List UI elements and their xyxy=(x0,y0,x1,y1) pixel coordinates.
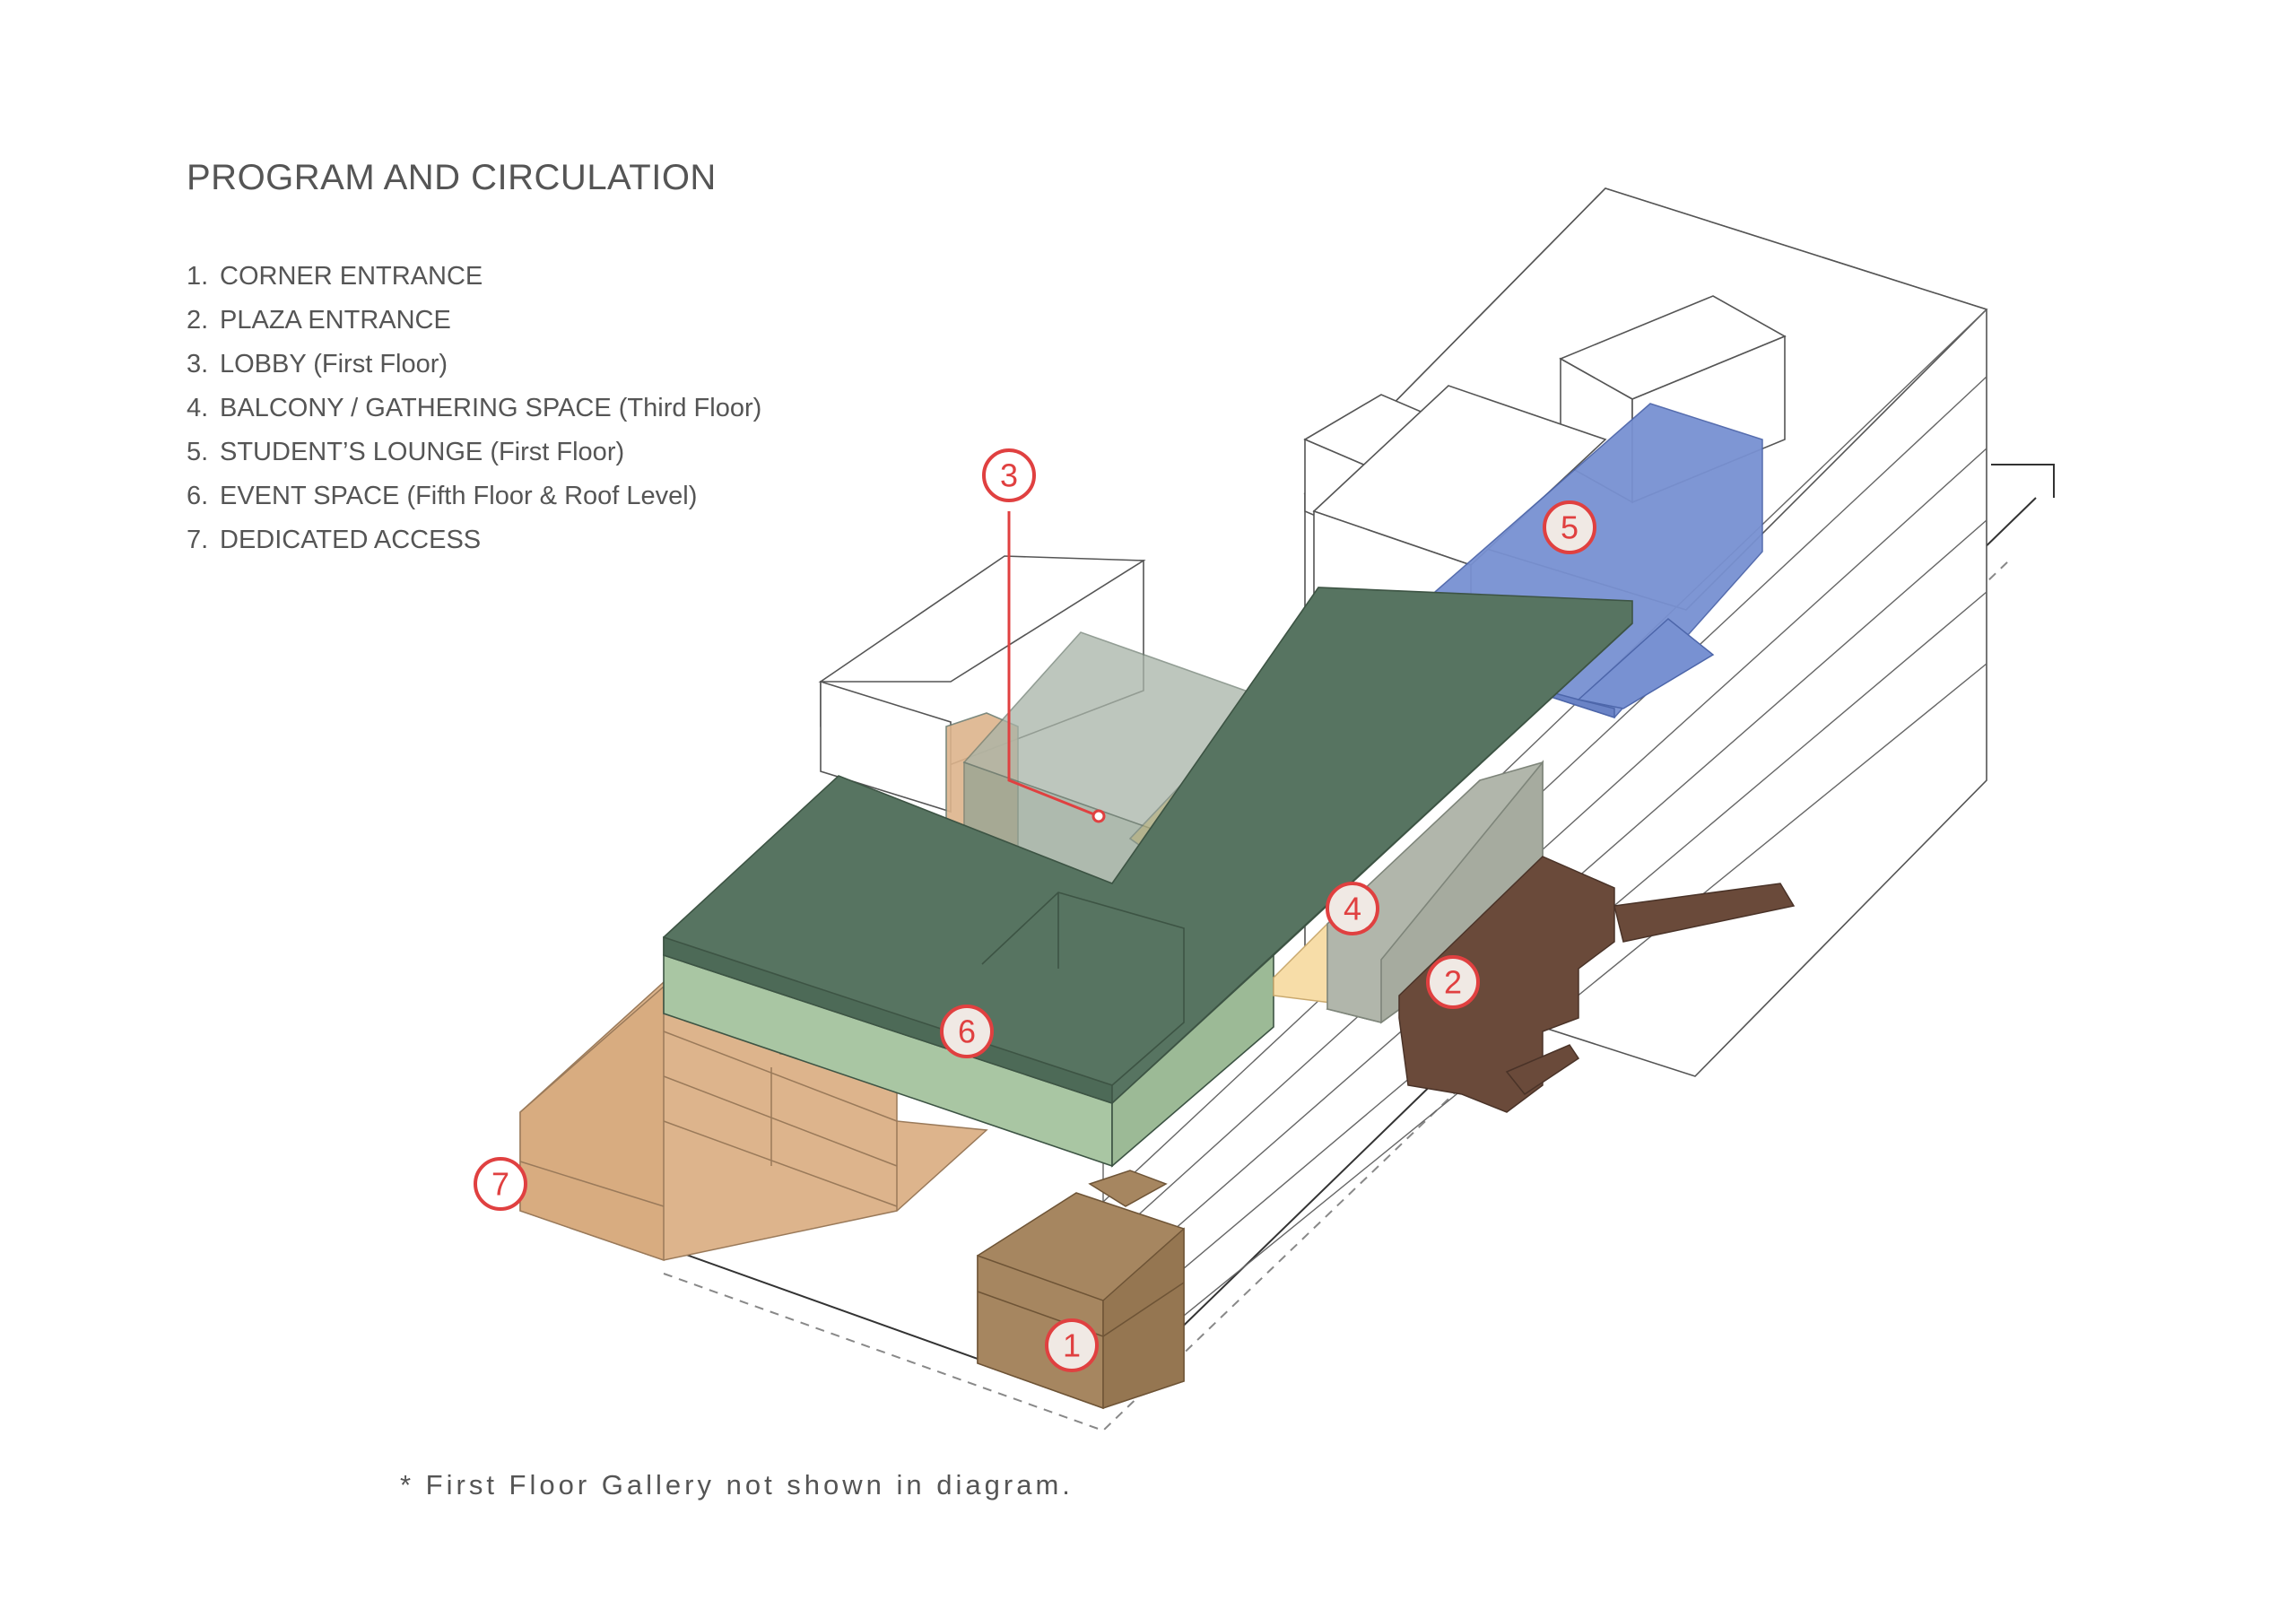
legend-item-number: 1. xyxy=(187,262,209,291)
legend-list: 1. CORNER ENTRANCE 2. PLAZA ENTRANCE 3. LOB… xyxy=(187,258,761,566)
marker-6: 6 xyxy=(940,1005,994,1058)
marker-4: 4 xyxy=(1326,882,1379,935)
legend-item-number: 6. xyxy=(187,482,209,510)
marker-3: 3 xyxy=(982,448,1036,502)
legend-item-label: CORNER ENTRANCE xyxy=(220,262,483,291)
legend-item-label: BALCONY / GATHERING SPACE (Third Floor) xyxy=(220,394,762,422)
marker-2: 2 xyxy=(1426,955,1480,1009)
legend-item: 5. STUDENT’S LOUNGE (First Floor) xyxy=(187,434,761,478)
legend-item-label: DEDICATED ACCESS xyxy=(220,526,482,554)
legend-item-number: 4. xyxy=(187,394,209,422)
marker-1-label: 1 xyxy=(1063,1327,1081,1364)
marker-3-label: 3 xyxy=(1000,457,1018,494)
diagram-title: PROGRAM AND CIRCULATION xyxy=(187,158,717,197)
legend-item: 1. CORNER ENTRANCE xyxy=(187,258,761,302)
dedicated-access-volume xyxy=(519,981,988,1262)
corner-entrance-volume xyxy=(977,1170,1185,1410)
marker-7: 7 xyxy=(474,1157,527,1211)
legend-item-number: 3. xyxy=(187,350,209,378)
legend-item: 6. EVENT SPACE (Fifth Floor & Roof Level) xyxy=(187,478,761,522)
legend-item-number: 7. xyxy=(187,526,209,554)
legend-item: 7. DEDICATED ACCESS xyxy=(187,522,761,566)
marker-2-label: 2 xyxy=(1444,964,1462,1001)
marker-1: 1 xyxy=(1045,1318,1099,1372)
legend-item-label: STUDENT’S LOUNGE (First Floor) xyxy=(220,438,625,466)
legend-item-number: 2. xyxy=(187,306,209,335)
marker-5: 5 xyxy=(1543,500,1596,554)
legend-item: 3. LOBBY (First Floor) xyxy=(187,346,761,390)
marker-7-label: 7 xyxy=(491,1166,509,1203)
marker-5-label: 5 xyxy=(1561,509,1578,546)
legend-item-label: EVENT SPACE (Fifth Floor & Roof Level) xyxy=(220,482,698,510)
legend-item-label: PLAZA ENTRANCE xyxy=(220,306,451,335)
marker-4-label: 4 xyxy=(1344,891,1361,927)
legend-item-number: 5. xyxy=(187,438,209,466)
legend-item-label: LOBBY (First Floor) xyxy=(220,350,448,378)
footnote: * First Floor Gallery not shown in diagr… xyxy=(400,1469,1074,1501)
marker-6-label: 6 xyxy=(958,1013,976,1050)
event-space-volume xyxy=(663,587,1633,1168)
lobby-circulation-line xyxy=(1007,511,1106,823)
legend-item: 4. BALCONY / GATHERING SPACE (Third Floor… xyxy=(187,390,761,434)
legend-item: 2. PLAZA ENTRANCE xyxy=(187,302,761,346)
plaza-entrance-volume xyxy=(1398,856,1796,1113)
